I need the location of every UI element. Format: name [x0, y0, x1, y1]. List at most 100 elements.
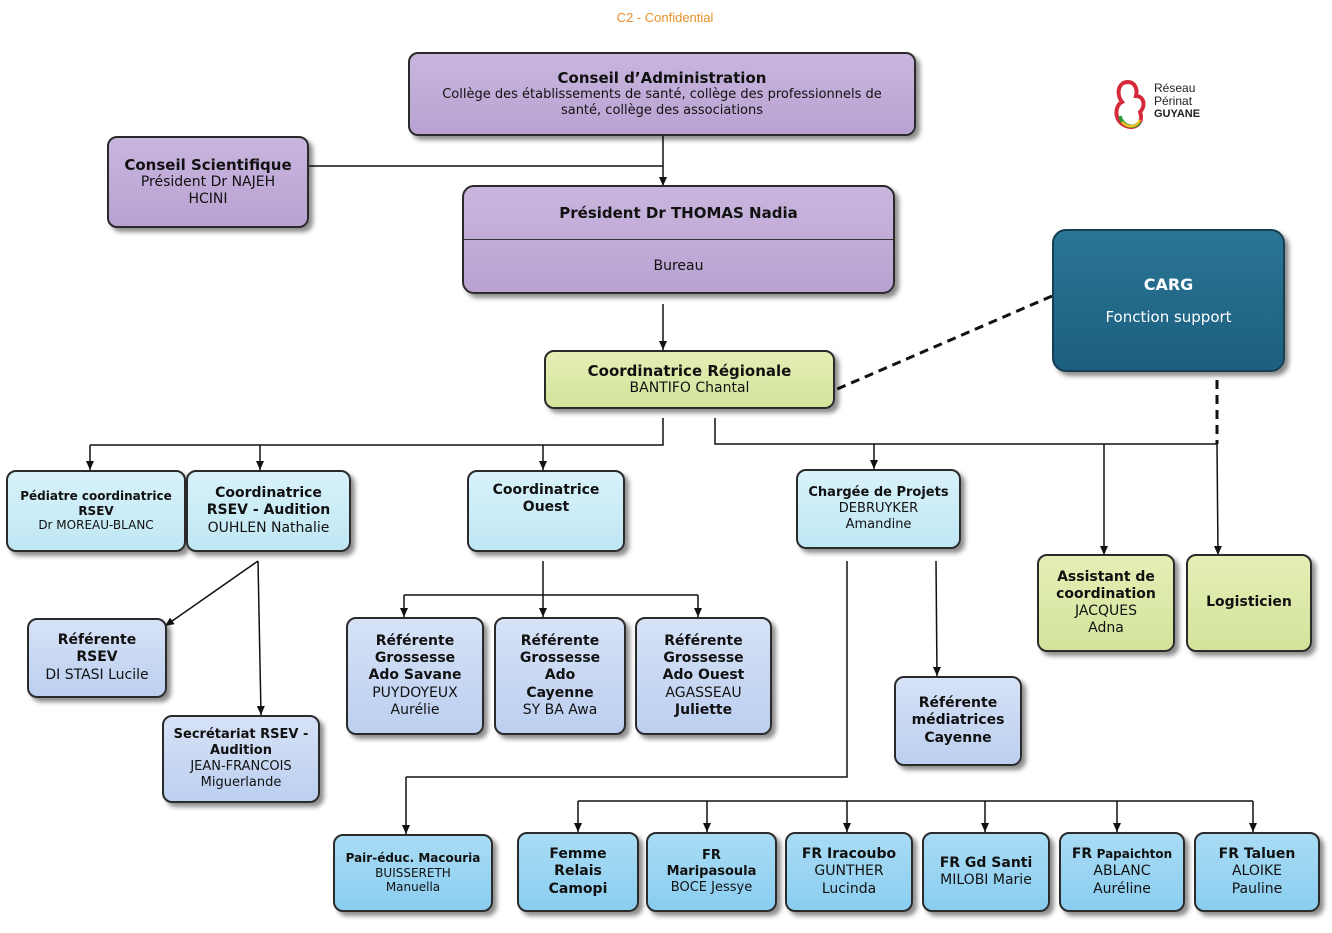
node-fr-papaichton: FR Papaichton ABLANC Auréline	[1059, 832, 1185, 912]
node-coordinatrice-ouest: Coordinatrice Ouest	[467, 470, 625, 552]
node-line: Pauline	[1231, 880, 1283, 897]
node-title: Pair-éduc. Macouria	[345, 851, 481, 866]
node-line: médiatrices	[911, 712, 1005, 729]
node-subtitle: Bureau	[653, 257, 704, 274]
node-line: JACQUES	[1075, 603, 1137, 619]
arrow-to-mediatrices	[932, 560, 941, 677]
node-line: Maripasoula	[666, 864, 757, 880]
arrow-to-logisticien	[1213, 443, 1222, 556]
node-fr-iracoubo: FR Iracoubo GUNTHER Lucinda	[785, 832, 913, 912]
node-line: Relais	[554, 863, 602, 880]
node-line: Président Dr NAJEH	[140, 174, 276, 191]
reseau-perinat-logo-icon	[1114, 79, 1146, 129]
node-title: Référente	[664, 633, 743, 650]
node-line: PUYDOYEUX	[372, 684, 458, 701]
logo-text: Réseau Périnat GUYANE	[1154, 81, 1201, 121]
node-title: Référente	[918, 695, 998, 712]
node-pediatre-coordinatrice: Pédiatre coordinatrice RSEV Dr MOREAU-BL…	[6, 470, 186, 552]
node-line: BUISSERETH	[375, 865, 451, 880]
node-fr-gd-santi: FR Gd Santi MILOBI Marie	[922, 832, 1050, 912]
node-title: Coordinatrice	[215, 485, 322, 502]
node-referente-ado-savane: Référente Grossesse Ado Savane PUYDOYEUX…	[346, 617, 484, 735]
node-line: Grossesse	[519, 650, 601, 667]
node-title: Chargée de Projets	[808, 485, 949, 501]
node-title: Coordinatrice	[492, 482, 600, 498]
node-line: Ouest	[522, 499, 570, 516]
node-secretariat-rsev: Secrétariat RSEV - Audition JEAN-FRANCOI…	[162, 715, 320, 803]
node-line: Lucinda	[821, 880, 877, 897]
line-chargee-to-relais	[406, 561, 848, 778]
node-title: Président Dr THOMAS Nadia	[464, 187, 893, 240]
node-coordinatrice-regionale: Coordinatrice Régionale BANTIFO Chantal	[544, 350, 835, 409]
line-ouest-branch	[404, 561, 544, 596]
node-logisticien: Logisticien	[1186, 554, 1312, 652]
node-title: Référente	[375, 633, 455, 650]
node-line: Auréline	[1093, 880, 1151, 897]
dashed-carg-to-coord	[834, 294, 1053, 392]
node-line: Dr MOREAU-BLANC	[38, 518, 154, 533]
node-assistant-coordination: Assistant de coordination JACQUES Adna	[1037, 554, 1175, 652]
node-chargee-projets: Chargée de Projets DEBRUYKER Amandine	[796, 469, 961, 549]
node-line: MILOBI Marie	[940, 872, 1032, 888]
node-referente-ado-ouest: Référente Grossesse Ado Ouest AGASSEAU J…	[635, 617, 772, 735]
node-pair-educ-macouria: Pair-éduc. Macouria BUISSERETH Manuella	[333, 834, 493, 912]
node-line: RSEV	[76, 649, 118, 666]
node-line: BOCE Jessye	[670, 879, 753, 895]
node-referente-mediatrices: Référente médiatrices Cayenne	[894, 676, 1022, 766]
logo-line3: GUYANE	[1154, 108, 1201, 121]
logo-line2: Périnat	[1154, 94, 1193, 109]
node-line: Ado	[544, 667, 576, 684]
node-line: Juliette	[674, 701, 733, 718]
node-line: Amandine	[845, 516, 912, 532]
node-line: JEAN-FRANCOIS	[190, 759, 292, 774]
node-line: RSEV - Audition	[206, 502, 331, 519]
node-line: Aurélie	[390, 701, 440, 718]
node-title: Logisticien	[1206, 594, 1292, 611]
node-referente-ado-cayenne: Référente Grossesse Ado Cayenne SY BA Aw…	[494, 617, 626, 735]
node-line: OUHLEN Nathalie	[207, 519, 330, 536]
node-title: FR Taluen	[1218, 846, 1296, 863]
node-title: FR	[1071, 846, 1093, 863]
node-line: SY BA Awa	[522, 701, 598, 718]
node-title: FR	[702, 848, 721, 864]
node-line: RSEV	[78, 503, 114, 518]
line-coord-left-branch	[90, 418, 664, 446]
node-president: Président Dr THOMAS Nadia Bureau	[462, 185, 895, 294]
node-title: Secrétariat RSEV -	[173, 727, 309, 743]
node-femme-relais-camopi: Femme Relais Camopi	[517, 832, 639, 912]
node-title: FR Gd Santi	[939, 854, 1033, 871]
node-carg: CARG Fonction support	[1052, 229, 1285, 372]
node-line: coordination	[1056, 585, 1156, 602]
node-title: Référente	[520, 633, 600, 650]
node-line: HCINI	[188, 191, 228, 208]
node-title: Conseil d’Administration	[557, 68, 767, 87]
node-conseil-scientifique: Conseil Scientifique Président Dr NAJEH …	[107, 136, 309, 228]
line-coord-right-branch	[714, 418, 1217, 445]
node-line: Collège des établissements de santé, col…	[442, 87, 882, 103]
node-line: DI STASI Lucile	[45, 666, 149, 683]
node-line: Fonction support	[1105, 308, 1232, 327]
node-title-place: Papaichton	[1096, 847, 1173, 862]
node-referente-rsev: Référente RSEV DI STASI Lucile	[27, 618, 167, 698]
node-line: Audition	[210, 743, 272, 759]
node-coordinatrice-rsev: Coordinatrice RSEV - Audition OUHLEN Nat…	[186, 470, 351, 552]
node-line: Ado Ouest	[662, 667, 745, 684]
node-conseil-administration: Conseil d’Administration Collège des éta…	[408, 52, 916, 136]
node-line: Manuella	[385, 880, 441, 895]
node-line: Cayenne	[526, 684, 594, 701]
node-line: Grossesse	[663, 650, 744, 667]
node-title: Référente	[57, 632, 137, 649]
node-fr-maripasoula: FR Maripasoula BOCE Jessye	[646, 832, 777, 912]
node-line: ABLANC	[1093, 863, 1151, 880]
node-title: Assistant de	[1057, 568, 1155, 585]
node-line: DEBRUYKER	[838, 501, 919, 517]
node-line: Ado Savane	[368, 667, 462, 684]
node-title: Conseil Scientifique	[124, 155, 292, 174]
node-line: santé, collège des associations	[560, 103, 764, 119]
node-line: BANTIFO Chantal	[629, 380, 750, 397]
node-line: Cayenne	[924, 729, 992, 746]
node-title: Pédiatre coordinatrice	[20, 489, 172, 504]
node-line: Camopi	[548, 880, 608, 897]
arrow-to-ref-rsev	[164, 560, 259, 627]
